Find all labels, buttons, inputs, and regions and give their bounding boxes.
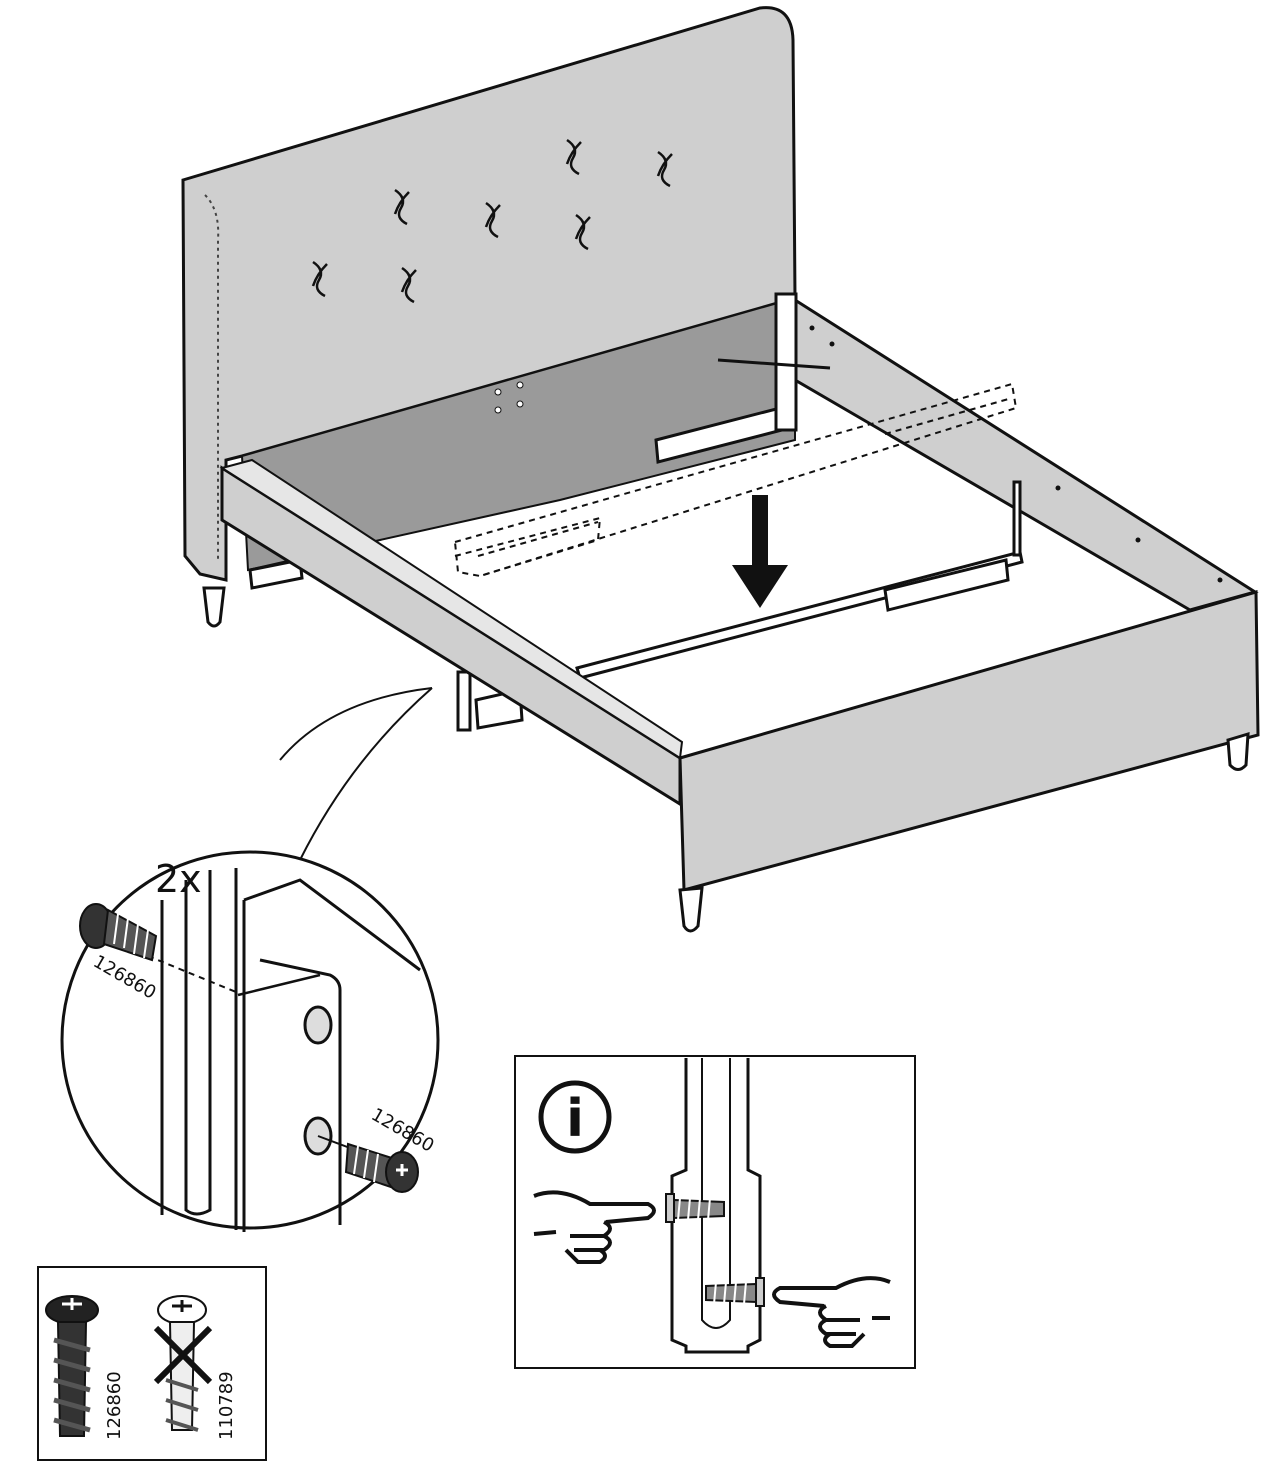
info-lower-screw <box>705 1277 765 1307</box>
info-circle-icon: i <box>538 1080 612 1154</box>
bed-assembly <box>181 6 1260 933</box>
pointing-hand-icon <box>772 1276 891 1348</box>
correct-screw-part-label: 126860 <box>104 1371 125 1440</box>
quantity-label: 2x <box>155 857 202 901</box>
x-mark-icon <box>153 1325 213 1385</box>
screw-comparison-box: 126860 110789 <box>37 1266 267 1461</box>
footboard <box>678 590 1260 933</box>
center-beam-phantom <box>453 382 1018 578</box>
down-arrow-icon <box>732 495 788 608</box>
info-box: i <box>514 1055 916 1369</box>
screw-upper-left <box>79 903 158 962</box>
info-upper-screw <box>665 1193 725 1223</box>
headboard <box>181 6 797 628</box>
info-symbol: i <box>566 1089 584 1149</box>
wrong-screw-part-label: 110789 <box>216 1371 237 1440</box>
tufting-buttons <box>311 138 673 304</box>
pointing-hand-icon <box>533 1190 656 1264</box>
detail-magnifier: 2x 126860 126860 <box>60 850 440 1232</box>
screw-lower-right <box>317 1135 419 1193</box>
correct-screw <box>45 1295 99 1437</box>
